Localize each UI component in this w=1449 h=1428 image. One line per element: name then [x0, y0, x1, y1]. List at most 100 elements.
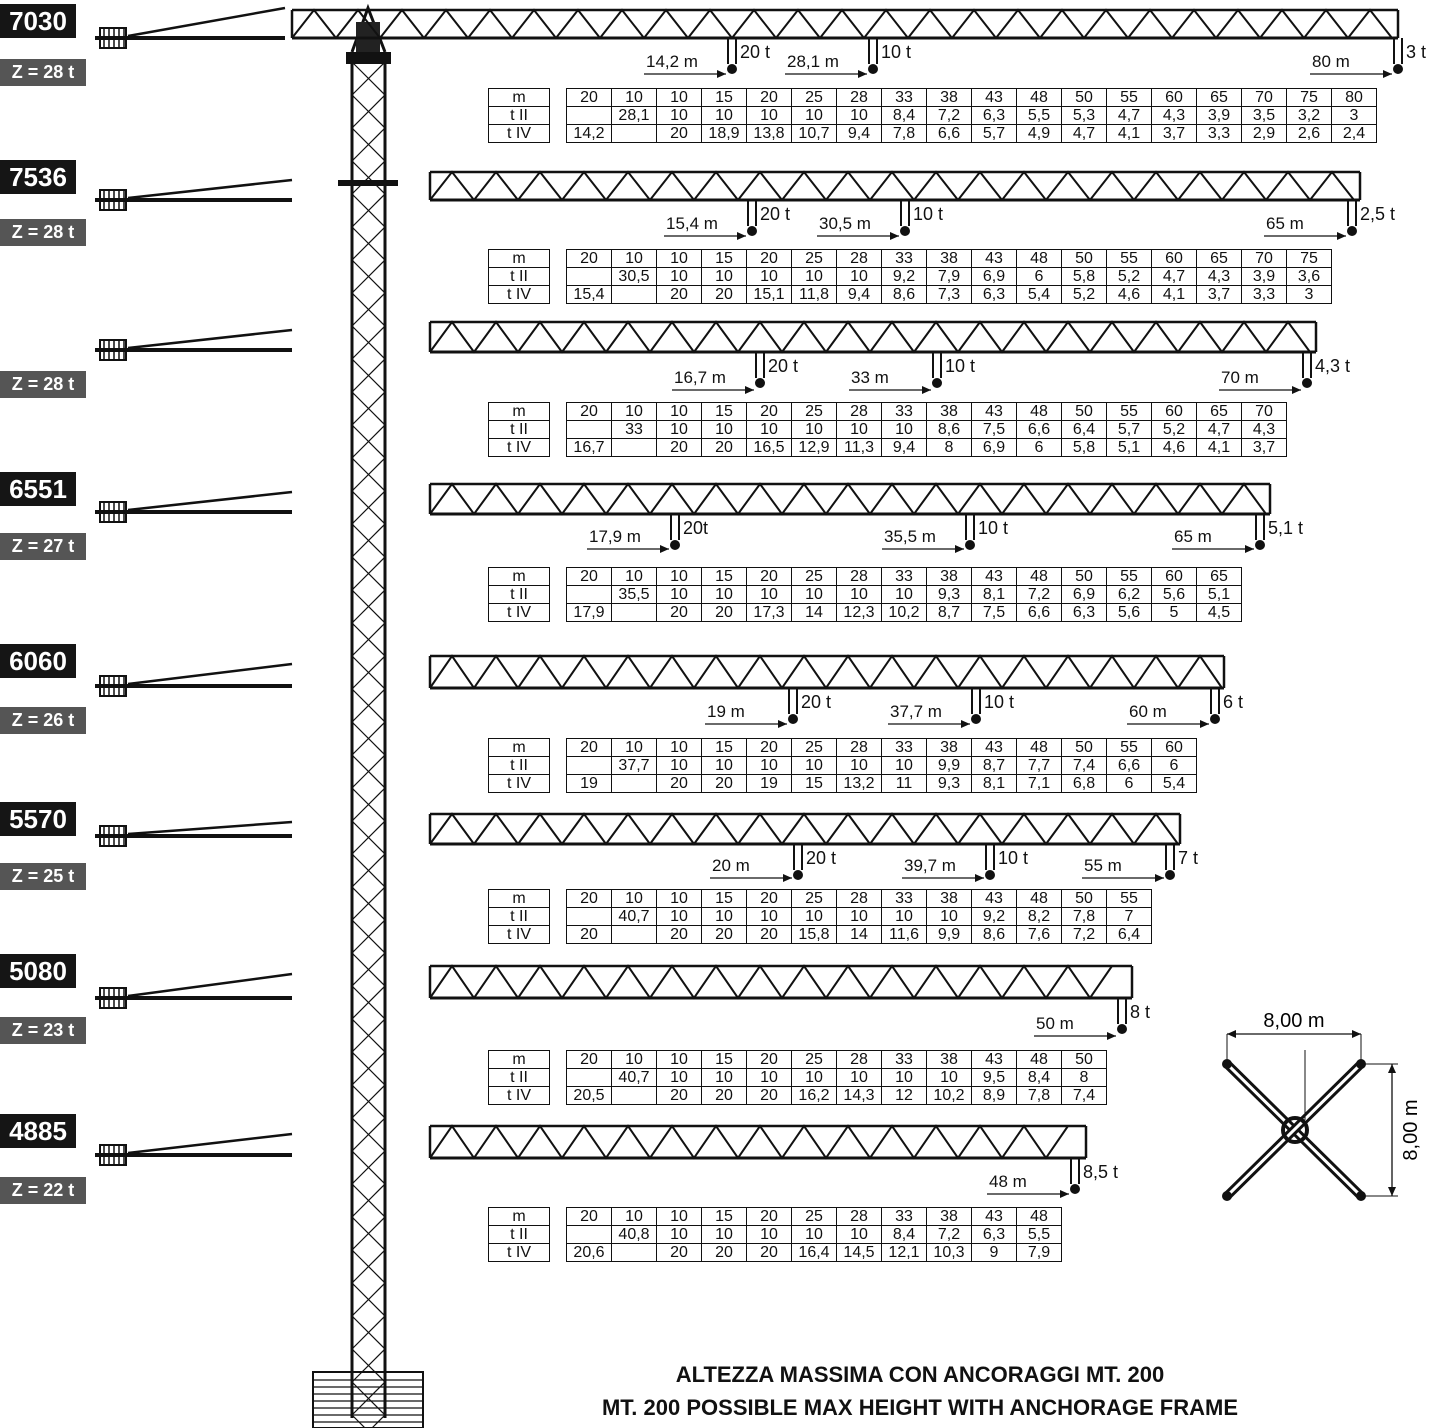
load-value: 48 — [1016, 402, 1062, 421]
row-label: t II — [488, 585, 550, 604]
counterweight-block — [99, 825, 127, 847]
counterweight-badge: Z = 25 t — [0, 863, 86, 890]
load-value: 7,7 — [1016, 756, 1062, 775]
load-value: 15 — [701, 738, 747, 757]
load-value: 33 — [881, 738, 927, 757]
load-value: 8,9 — [971, 1086, 1017, 1105]
load-value: 12,3 — [836, 603, 882, 622]
hook — [1255, 540, 1265, 550]
hook-distance-label: 16,7 m — [674, 368, 726, 387]
hook-capacity-label: 10 t — [881, 42, 912, 62]
hook — [1393, 64, 1403, 74]
load-value: 10 — [746, 106, 792, 125]
arrow-head — [1155, 874, 1164, 882]
counterweight-badge: Z = 28 t — [0, 59, 86, 86]
mast-brace — [351, 622, 386, 657]
load-value: 4,1 — [1106, 124, 1152, 143]
hook-block — [587, 514, 680, 553]
row-label: t II — [488, 106, 550, 125]
mast-brace — [351, 61, 386, 96]
load-value: 11,8 — [791, 285, 837, 304]
mast-brace — [351, 1150, 386, 1185]
load-value: 20 — [566, 889, 612, 908]
load-value: 8 — [1061, 1068, 1107, 1087]
spacer — [550, 1051, 567, 1069]
jib-lacing — [429, 654, 1223, 690]
load-value: 9,5 — [971, 1068, 1017, 1087]
load-value: 11 — [881, 774, 927, 793]
load-value: 6,6 — [1016, 603, 1062, 622]
hook-distance-label: 60 m — [1129, 702, 1167, 721]
load-value: 5,2 — [1061, 285, 1107, 304]
load-value: 10 — [611, 1050, 657, 1069]
load-value: 28 — [836, 88, 882, 107]
load-value: 10 — [656, 738, 702, 757]
load-value: 4,9 — [1016, 124, 1062, 143]
load-value: 28 — [836, 567, 882, 586]
load-value: 38 — [926, 1207, 972, 1226]
arrow-head — [858, 70, 867, 78]
jib-lacing — [429, 1124, 1069, 1160]
load-value: 20 — [566, 925, 612, 944]
load-value: 20 — [701, 925, 747, 944]
load-value: 20 — [701, 603, 747, 622]
load-value: 10 — [701, 585, 747, 604]
load-value: 6 — [1106, 774, 1152, 793]
hook-capacity-label: 3 t — [1406, 42, 1427, 62]
load-value: 7,6 — [1016, 925, 1062, 944]
load-value: 2,9 — [1241, 124, 1287, 143]
load-value: 6,9 — [971, 267, 1017, 286]
hook — [1117, 1024, 1127, 1034]
hook-block — [710, 844, 803, 882]
mast-brace — [351, 787, 386, 822]
load-value: 38 — [926, 889, 972, 908]
spacer — [550, 125, 567, 143]
hook-block — [664, 200, 757, 240]
mast-brace — [351, 1249, 386, 1284]
load-value: 20 — [701, 285, 747, 304]
hook-block — [672, 352, 765, 394]
load-value: 50 — [1061, 738, 1107, 757]
load-value: 11,3 — [836, 438, 882, 457]
load-value: 5,5 — [1016, 106, 1062, 125]
mast-brace — [351, 1051, 386, 1086]
slewing-ring — [346, 52, 391, 64]
load-value — [566, 267, 612, 286]
load-value: 4,6 — [1106, 285, 1152, 304]
load-value: 8,2 — [1016, 907, 1062, 926]
load-value: 37,7 — [611, 756, 657, 775]
hook-capacity-label: 10 t — [913, 204, 944, 224]
frame-width-label: 8,00 m — [1263, 1010, 1324, 1032]
load-value: 43 — [971, 889, 1017, 908]
load-value: 10 — [656, 756, 702, 775]
load-value: 43 — [971, 738, 1017, 757]
spacer — [550, 739, 567, 757]
counterweight-outline — [99, 675, 127, 697]
load-value: 9,4 — [836, 285, 882, 304]
arrow-head — [961, 720, 970, 728]
load-value: 6,3 — [971, 1225, 1017, 1244]
hook — [932, 378, 942, 388]
hook-distance-label: 65 m — [1174, 527, 1212, 546]
load-value: 38 — [926, 567, 972, 586]
row-label: t IV — [488, 124, 550, 143]
load-value: 50 — [1061, 1050, 1107, 1069]
load-value: 70 — [1241, 402, 1287, 421]
load-value: 10 — [701, 106, 747, 125]
spacer — [550, 586, 567, 604]
load-value: 65 — [1196, 402, 1242, 421]
load-value: 55 — [1106, 249, 1152, 268]
counterweight-block — [99, 1144, 127, 1166]
load-value: 10 — [656, 1050, 702, 1069]
hook — [727, 64, 737, 74]
load-value: 4,7 — [1196, 420, 1242, 439]
load-value: 15 — [701, 567, 747, 586]
hook-distance-label: 28,1 m — [787, 52, 839, 71]
tower-mast — [312, 3, 424, 1428]
counterweight-badge: Z = 26 t — [0, 707, 86, 734]
